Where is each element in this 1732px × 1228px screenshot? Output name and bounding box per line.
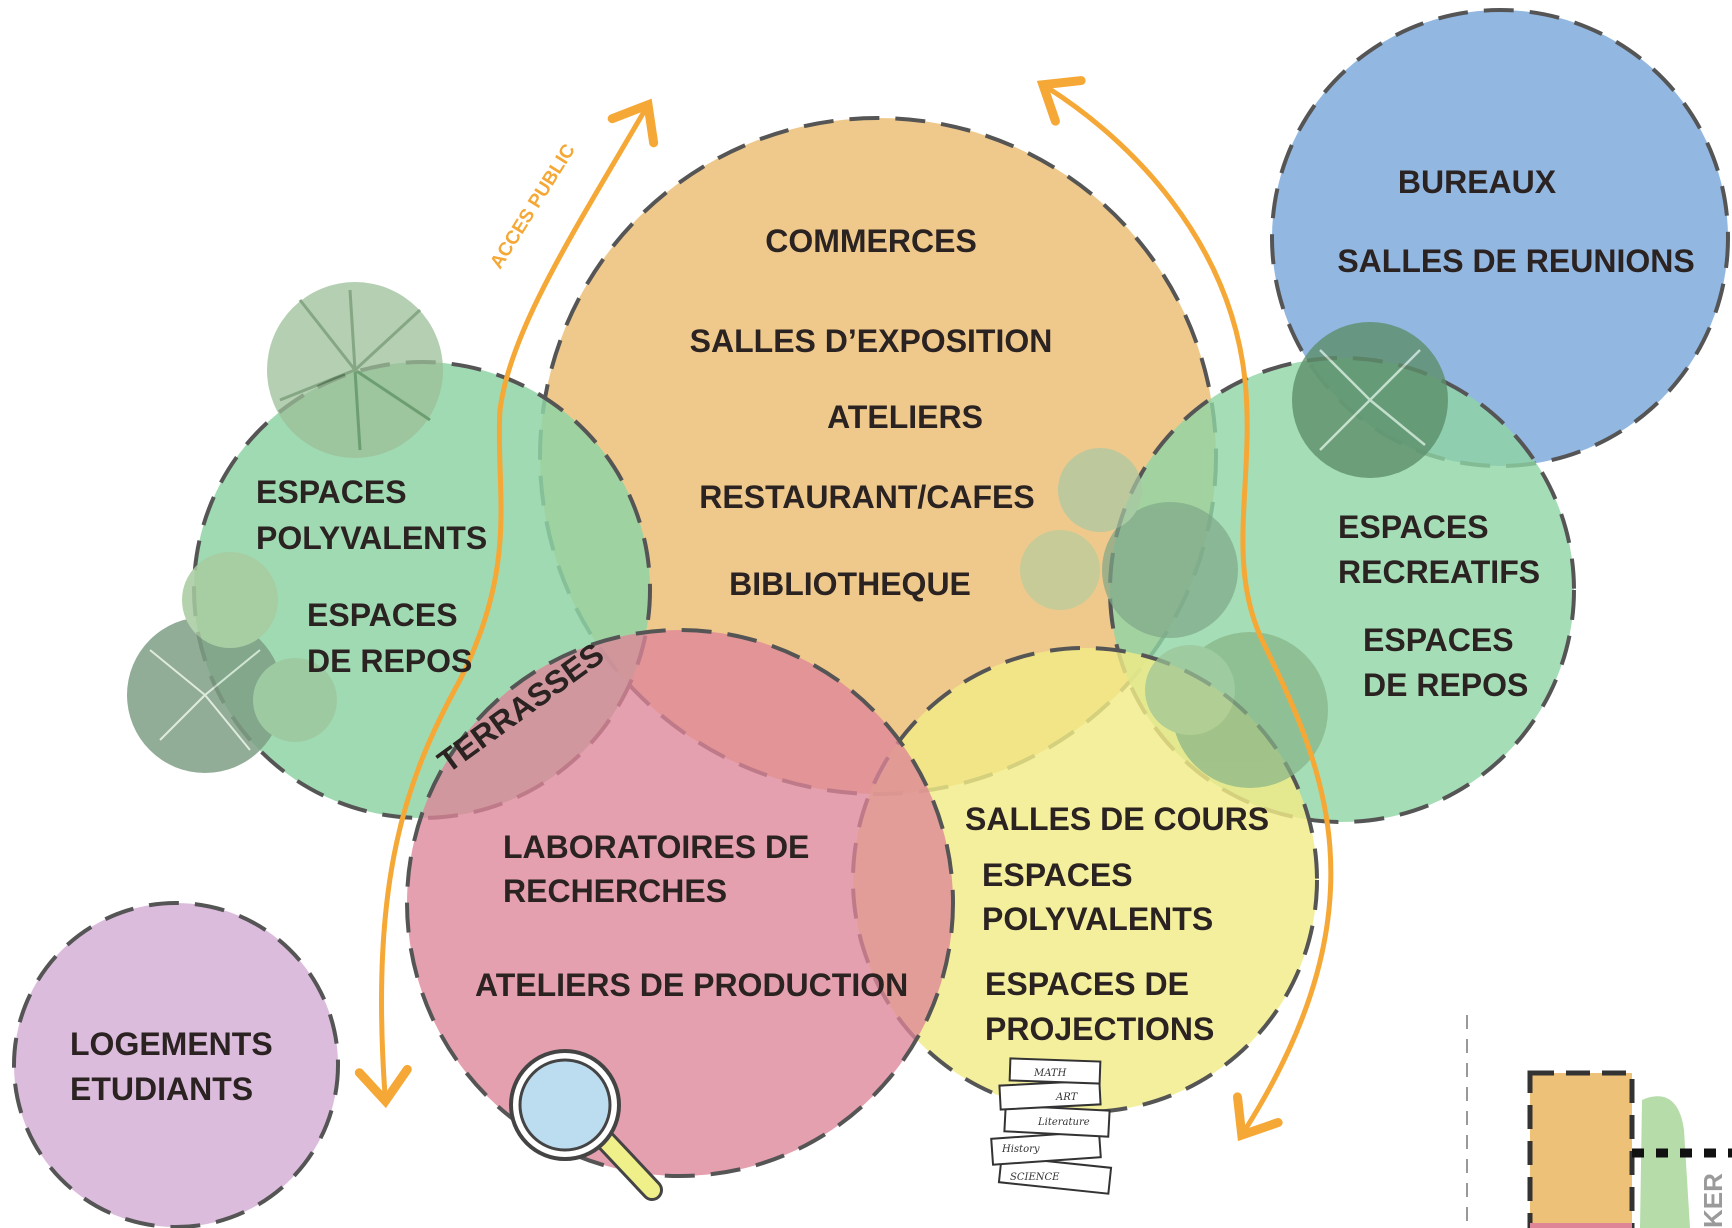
tree-icon <box>267 282 443 458</box>
label-espaces-repos-1: ESPACES <box>307 597 458 633</box>
label-salles-exposition: SALLES D’EXPOSITION <box>690 323 1053 359</box>
label-bibliotheque: BIBLIOTHEQUE <box>729 566 971 602</box>
label-espaces-projections-1: ESPACES DE <box>985 966 1189 1002</box>
label-restaurant-cafes: RESTAURANT/CAFES <box>699 479 1034 515</box>
books-icon <box>990 1057 1113 1195</box>
label-laboratoires-1: LABORATOIRES DE <box>503 829 809 865</box>
label-espaces-repos-2: DE REPOS <box>307 643 472 679</box>
book-label-art: ART <box>1055 1092 1079 1103</box>
label-salles-reunions: SALLES DE REUNIONS <box>1337 243 1694 279</box>
tree-icon <box>1292 322 1448 478</box>
label-espaces-repos-right-2: DE REPOS <box>1363 667 1528 703</box>
legend-swatch-red <box>1530 1223 1632 1228</box>
legend-swatch-orange <box>1527 1070 1635 1228</box>
partial-vertical-label: KER <box>1698 1173 1728 1228</box>
label-salles-cours: SALLES DE COURS <box>965 801 1269 837</box>
label-espaces-polyvalents-t2: POLYVALENTS <box>982 901 1213 937</box>
label-ateliers-production: ATELIERS DE PRODUCTION <box>475 967 908 1003</box>
label-etudiants: ETUDIANTS <box>70 1071 253 1107</box>
magnifier-icon <box>509 1049 663 1201</box>
label-espaces-recreatifs-1: ESPACES <box>1338 509 1489 545</box>
acces-public-label: ACCES PUBLIC <box>486 140 579 272</box>
label-laboratoires-2: RECHERCHES <box>503 873 727 909</box>
label-logements: LOGEMENTS <box>70 1026 273 1062</box>
label-bureaux: BUREAUX <box>1398 164 1557 200</box>
access-arrow-right <box>1036 76 1334 1142</box>
label-espaces-projections-2: PROJECTIONS <box>985 1011 1214 1047</box>
label-commerces: COMMERCES <box>765 223 977 259</box>
book-label-history: History <box>1001 1144 1040 1155</box>
book-label-literature: Literature <box>1037 1117 1090 1128</box>
label-espaces-recreatifs-2: RECREATIFS <box>1338 554 1540 590</box>
label-espaces-polyvalents-1: ESPACES <box>256 474 407 510</box>
label-ateliers: ATELIERS <box>827 399 983 435</box>
legend-green-strip <box>1640 1096 1690 1228</box>
label-espaces-repos-right-1: ESPACES <box>1363 622 1514 658</box>
book-label-science: SCIENCE <box>1010 1172 1060 1183</box>
label-espaces-polyvalents-t1: ESPACES <box>982 857 1133 893</box>
zone-housing-circle <box>12 901 340 1228</box>
book-label-math: MATH <box>1033 1068 1067 1079</box>
access-arrow-left <box>354 98 659 1109</box>
tree-icon <box>127 552 337 773</box>
label-espaces-polyvalents-2: POLYVALENTS <box>256 520 487 556</box>
